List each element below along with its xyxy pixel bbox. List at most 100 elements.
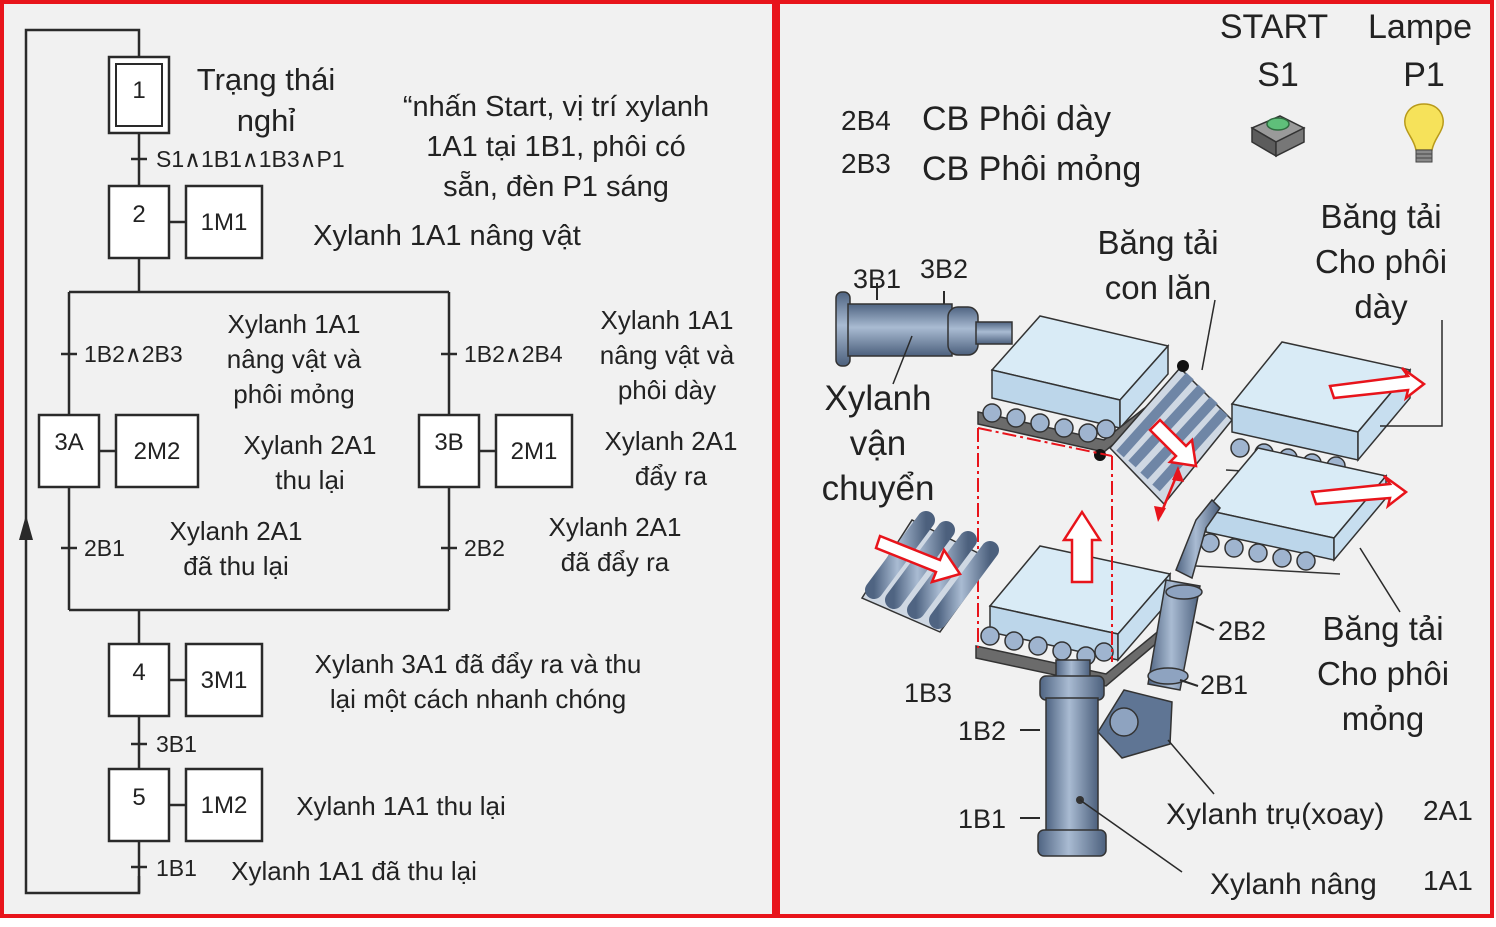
grafcet-panel: 1 2 1M1 3A 2M2 3B 2M1 4 — [0, 0, 776, 918]
cond-6: 1B1 — [156, 855, 197, 881]
cond-4b: 2B2 — [464, 535, 505, 561]
note-t3b-line1: Xylanh 1A1 — [601, 305, 734, 335]
action-3a-label: 2M2 — [134, 438, 181, 465]
thick-conveyor-line1: Băng tải — [1320, 198, 1441, 235]
note-start-line2: 1A1 tại 1B1, phôi có — [426, 131, 686, 163]
thin-part-conveyor — [1195, 447, 1409, 613]
cond-1: S1∧1B1∧1B3∧P1 — [156, 146, 345, 172]
lift-platform — [975, 545, 1173, 687]
note-t4a-line2: đã thu lại — [183, 551, 289, 581]
note-t3a-line1: Xylanh 1A1 — [228, 309, 361, 339]
transport-cylinder — [835, 291, 1013, 385]
sensor-1b2: 1B2 — [958, 716, 1006, 746]
action-3b-label: 2M1 — [511, 438, 558, 465]
thin-conveyor-line1: Băng tải — [1322, 610, 1443, 647]
action-3b-box — [494, 413, 574, 489]
note-step2: Xylanh 1A1 nâng vật — [313, 220, 581, 252]
step-1: 1 — [107, 55, 171, 135]
rotary-cylinder-name: Xylanh trụ(xoay) — [1166, 798, 1384, 831]
note-t4b-line1: Xylanh 2A1 — [549, 512, 682, 542]
action-5-box — [184, 767, 264, 843]
sensor-1b3: 1B3 — [904, 678, 952, 708]
note-step1-line1: Trạng thái — [197, 62, 335, 97]
step-5: 5 1M2 — [107, 767, 264, 843]
action-5-label: 1M2 — [201, 792, 248, 819]
note-step4-line1: Xylanh 3A1 đã đẩy ra và thu — [315, 649, 642, 679]
action-2-box — [184, 184, 264, 260]
action-3a-box — [114, 413, 200, 489]
lift-path-guides — [977, 418, 1198, 662]
cond-4a: 2B1 — [84, 535, 125, 561]
lamp-label-line2: P1 — [1403, 56, 1445, 94]
step-3b-label: 3B — [434, 429, 463, 456]
input-roller-table — [860, 511, 999, 633]
rotary-cylinder — [1097, 498, 1221, 795]
step-3a-label: 3A — [54, 429, 83, 456]
lift-cylinder-code: 1A1 — [1423, 865, 1473, 896]
step-2-label: 2 — [132, 201, 145, 228]
action-4-label: 3M1 — [201, 667, 248, 694]
note-start-line1: “nhấn Start, vị trí xylanh — [403, 91, 709, 123]
rotary-cylinder-code: 2A1 — [1423, 795, 1473, 826]
note-step4-line2: lại một cách nhanh chóng — [330, 684, 626, 714]
step-3a: 3A 2M2 — [37, 413, 200, 489]
note-s3a-line1: Xylanh 2A1 — [244, 430, 377, 460]
thin-conveyor-line3: mỏng — [1342, 700, 1425, 737]
note-t6: Xylanh 1A1 đã thu lại — [231, 856, 477, 886]
start-button-icon — [1250, 115, 1306, 158]
sensor-2b2: 2B2 — [1218, 616, 1266, 646]
lift-cylinder-name: Xylanh nâng — [1210, 868, 1377, 901]
step-4-label: 4 — [132, 659, 145, 686]
step-3b: 3B 2M1 — [417, 413, 574, 489]
thick-conveyor-line3: dày — [1354, 288, 1408, 325]
start-label-line1: START — [1220, 8, 1328, 46]
note-s3b-line1: Xylanh 2A1 — [605, 426, 738, 456]
note-t4b-line2: đã đẩy ra — [561, 547, 670, 577]
sensor-2b3-text: CB Phôi mỏng — [922, 150, 1141, 188]
lift-up-arrow-icon — [1061, 509, 1103, 584]
cond-5: 3B1 — [156, 731, 197, 757]
note-s3a-line2: thu lại — [275, 465, 344, 495]
note-t4a-line1: Xylanh 2A1 — [170, 516, 303, 546]
roller-conveyor-line1: Băng tải — [1097, 224, 1218, 261]
thin-conveyor-line2: Cho phôi — [1317, 655, 1449, 692]
note-step1-line2: nghỉ — [237, 103, 296, 138]
sensor-2b3-code: 2B3 — [841, 148, 891, 179]
step-4: 4 3M1 — [107, 642, 264, 718]
note-t3b-line3: phôi dày — [618, 375, 716, 405]
cond-3b: 1B2∧2B4 — [464, 341, 563, 367]
sensor-2b4-text: CB Phôi dày — [922, 100, 1111, 138]
action-2-label: 1M1 — [201, 209, 248, 236]
thick-conveyor-line2: Cho phôi — [1315, 243, 1447, 280]
transport-cyl-line1: Xylanh — [824, 379, 931, 418]
sensor-1b1: 1B1 — [958, 804, 1006, 834]
tilt-arrow-icon — [1148, 418, 1198, 468]
note-step5: Xylanh 1A1 thu lại — [296, 791, 506, 821]
machine-panel: START S1 Lampe P1 2B4 CB Phôi dày 2B3 CB… — [776, 0, 1494, 918]
step-1-label: 1 — [132, 77, 145, 104]
transport-cyl-line2: vận — [850, 424, 906, 463]
transport-cyl-line3: chuyển — [822, 469, 935, 508]
roller-conveyor-line2: con lăn — [1105, 269, 1211, 306]
note-t3b-line2: nâng vật và — [600, 340, 735, 370]
start-label-line2: S1 — [1257, 56, 1299, 94]
input-arrow-icon — [874, 534, 962, 584]
thick-output-arrow-icon — [1328, 366, 1427, 402]
lift-cylinder — [1037, 659, 1183, 873]
lamp-icon — [1404, 103, 1444, 163]
sensor-2b4-code: 2B4 — [841, 105, 891, 136]
lamp-label-line1: Lampe — [1368, 8, 1472, 46]
note-t3a-line3: phôi mỏng — [233, 379, 354, 409]
note-s3b-line2: đẩy ra — [635, 461, 708, 491]
return-arrow-icon — [19, 515, 33, 540]
action-4-box — [184, 642, 264, 718]
cond-3a: 1B2∧2B3 — [84, 341, 183, 367]
note-start-line3: sẵn, đèn P1 sáng — [443, 170, 669, 203]
sensor-2b1: 2B1 — [1200, 670, 1248, 700]
step-2: 2 1M1 — [107, 184, 264, 260]
note-t3a-line2: nâng vật và — [227, 344, 362, 374]
sensor-3b2: 3B2 — [920, 254, 968, 284]
step-5-label: 5 — [132, 784, 145, 811]
